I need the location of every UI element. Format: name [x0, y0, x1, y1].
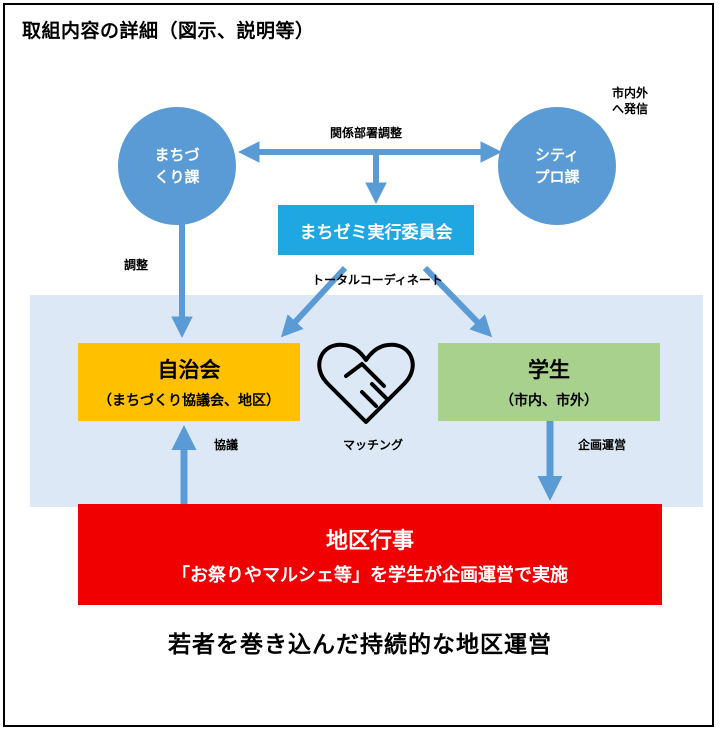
jichikai-name: 自治会: [157, 358, 221, 382]
gakusei-detail: （市内、市外）: [500, 393, 598, 409]
event-name: 地区行事: [325, 528, 414, 554]
label-kyougi: 協議: [214, 438, 239, 452]
event-detail: 「お祭りやマルシェ等」を学生が企画運営で実施: [172, 564, 568, 586]
event-box: 地区行事 「お祭りやマルシェ等」を学生が企画運営で実施: [78, 504, 662, 605]
jichikai-box: 自治会 （まちづくり協議会、地区）: [78, 343, 300, 421]
label-chousei: 調整: [124, 258, 149, 272]
label-total: トータルコーディネート: [312, 273, 443, 287]
label-shinai: 市内外 へ発信: [612, 86, 649, 116]
label-kankei: 関係部署調整: [330, 126, 403, 140]
machizukuri-label: まちづ くり課: [154, 145, 200, 187]
committee-box: まちゼミ実行委員会: [278, 205, 474, 255]
gakusei-box: 学生 （市内、市外）: [438, 343, 660, 421]
label-kikaku: 企画運営: [578, 438, 627, 452]
label-matching: マッチング: [343, 438, 404, 452]
arrow-coord-left: [280, 265, 348, 338]
machizukuri-circle: まちづ くり課: [118, 107, 236, 225]
citypro-circle: シティ プロ課: [498, 107, 616, 225]
handshake-heart-icon: [317, 342, 415, 424]
jichikai-detail: （まちづくり協議会、地区）: [98, 393, 280, 409]
outer-frame: [3, 3, 714, 727]
arrow-coord-right: [422, 265, 493, 338]
page-title: 取組内容の詳細（図示、説明等）: [22, 20, 315, 42]
committee-label: まちゼミ実行委員会: [299, 222, 453, 243]
citypro-label: シティ プロ課: [534, 145, 580, 187]
footer-caption: 若者を巻き込んだ持続的な地区運営: [168, 632, 552, 658]
gakusei-name: 学生: [528, 358, 570, 382]
